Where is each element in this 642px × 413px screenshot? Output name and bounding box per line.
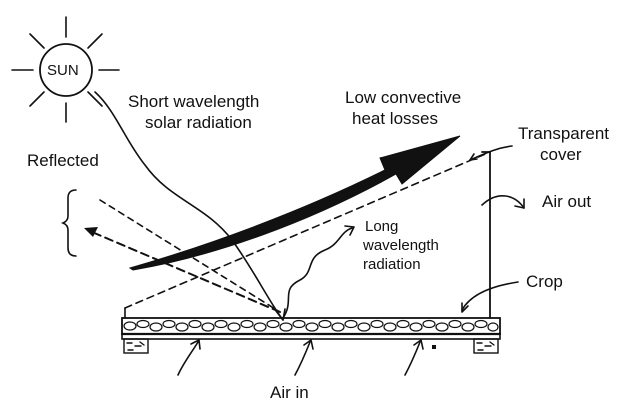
low-convective-label-1: Low convective xyxy=(345,88,462,107)
reflected-arrowhead-icon xyxy=(84,227,98,237)
long-wave-label-1: Long xyxy=(365,218,399,235)
solar-radiation-ray xyxy=(94,91,284,321)
reflected-ray-lower xyxy=(91,231,281,313)
air-in-label: Air in xyxy=(270,383,309,402)
reflected-bracket xyxy=(60,189,77,257)
air-in-arrow-center xyxy=(294,341,311,376)
support-left xyxy=(123,338,149,354)
air-in-arrow-right xyxy=(404,341,421,376)
air-in-arrow-left xyxy=(177,341,199,376)
crop-tray xyxy=(120,317,502,340)
convection-arrow-icon xyxy=(128,135,461,271)
short-wave-label-1: Short wavelength xyxy=(128,92,260,111)
reflected-ray-upper xyxy=(99,199,281,313)
air-out-label: Air out xyxy=(542,192,592,211)
sun-icon xyxy=(11,16,120,123)
reflected-label: Reflected xyxy=(27,151,99,170)
crop-layer xyxy=(123,319,499,332)
air-out-arrow xyxy=(481,195,525,209)
low-convective-label-2: heat losses xyxy=(352,109,438,128)
cover-pointer xyxy=(469,145,513,161)
long-wave-label-3: radiation xyxy=(363,256,421,273)
long-wave-label-2: wavelength xyxy=(363,237,439,254)
sun-label: SUN xyxy=(47,62,79,79)
short-wave-label-2: solar radiation xyxy=(145,113,252,132)
crop-pointer xyxy=(461,281,519,311)
transparent-cover-label-1: Transparent xyxy=(518,124,610,143)
long-wave-ray xyxy=(282,227,353,319)
crop-label: Crop xyxy=(526,272,563,291)
support-right xyxy=(473,338,499,354)
transparent-cover-label-2: cover xyxy=(540,145,582,164)
transparent-cover xyxy=(124,151,491,309)
